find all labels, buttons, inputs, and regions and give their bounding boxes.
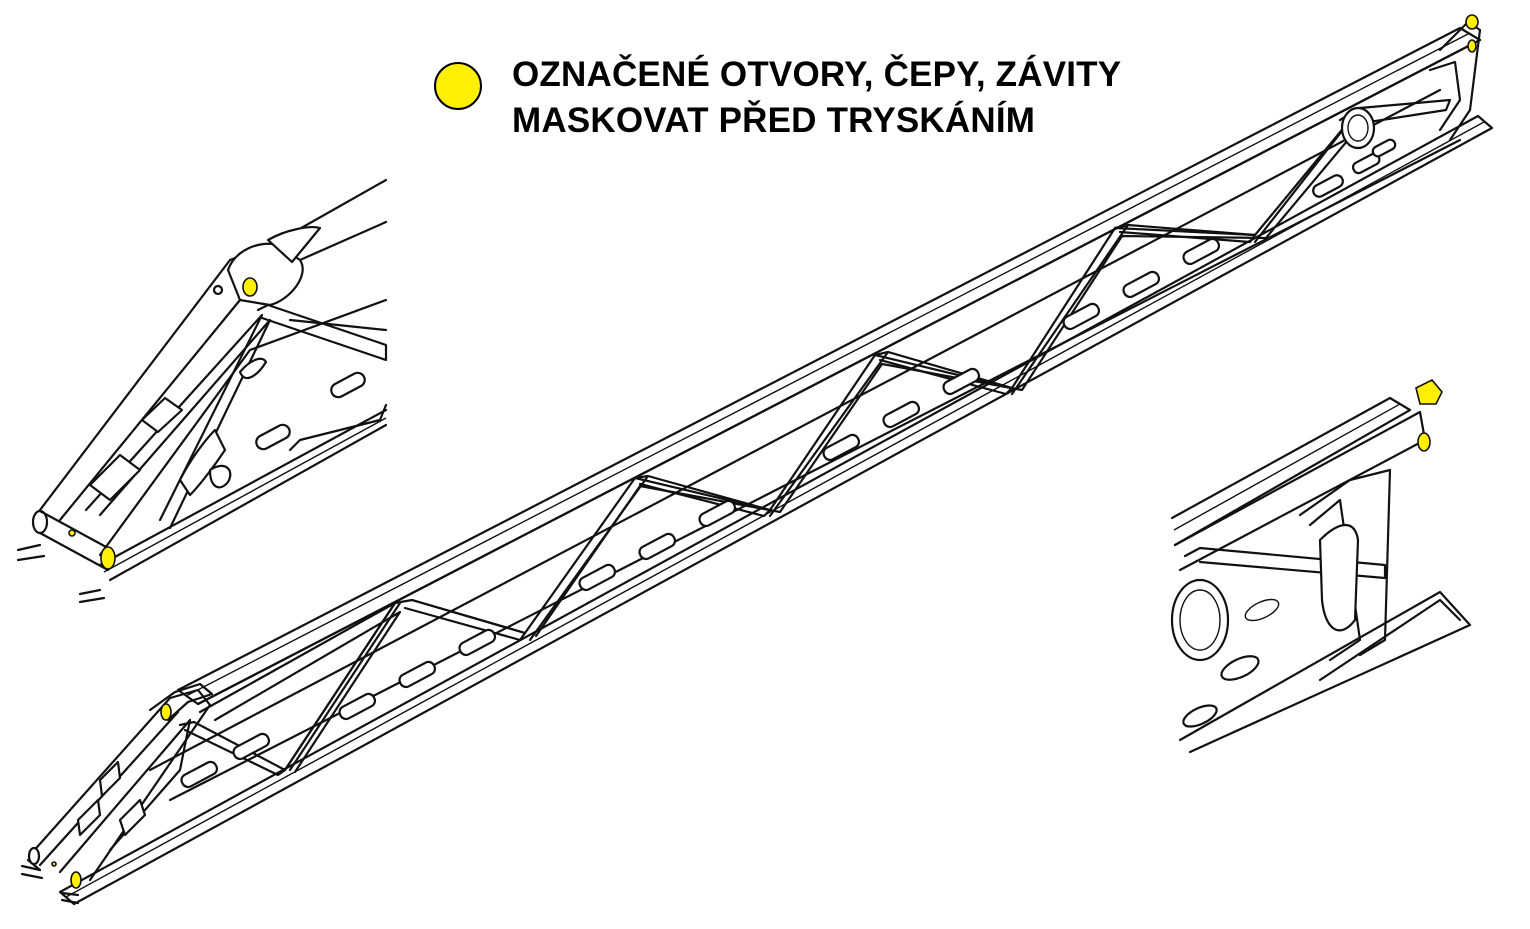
- mask-point-icon: [70, 871, 82, 889]
- cross-struts: [178, 98, 1452, 777]
- mask-point-icon: [160, 703, 172, 721]
- mask-point-icon: [242, 277, 258, 297]
- mask-point-icon: [1465, 14, 1479, 30]
- mask-point-icon: [1415, 379, 1443, 405]
- legend-line-1: OZNAČENÉ OTVORY, ČEPY, ZÁVITY: [512, 55, 1122, 94]
- floor-slots: [180, 138, 1397, 789]
- right-end-detail: [1170, 379, 1472, 754]
- legend-text: OZNAČENÉ OTVORY, ČEPY, ZÁVITY MASKOVAT P…: [512, 52, 1121, 144]
- mask-point-icon: [68, 529, 76, 537]
- yellow-marker-icon: [434, 62, 482, 110]
- legend-line-2: MASKOVAT PŘED TRYSKÁNÍM: [512, 101, 1036, 140]
- mask-point-icon: [1417, 432, 1431, 452]
- masking-legend: OZNAČENÉ OTVORY, ČEPY, ZÁVITY MASKOVAT P…: [434, 52, 1121, 144]
- mask-point-icon: [1467, 39, 1477, 53]
- mask-point-icon: [51, 861, 57, 867]
- main-boom-mask-points: [51, 14, 1479, 889]
- mask-point-icon: [100, 546, 116, 570]
- main-boom-left-end: [20, 682, 214, 905]
- truss-diagonals: [198, 106, 1370, 774]
- main-boom-truss: [20, 14, 1494, 906]
- main-boom-right-end: [1340, 20, 1482, 150]
- left-end-detail: [16, 178, 388, 604]
